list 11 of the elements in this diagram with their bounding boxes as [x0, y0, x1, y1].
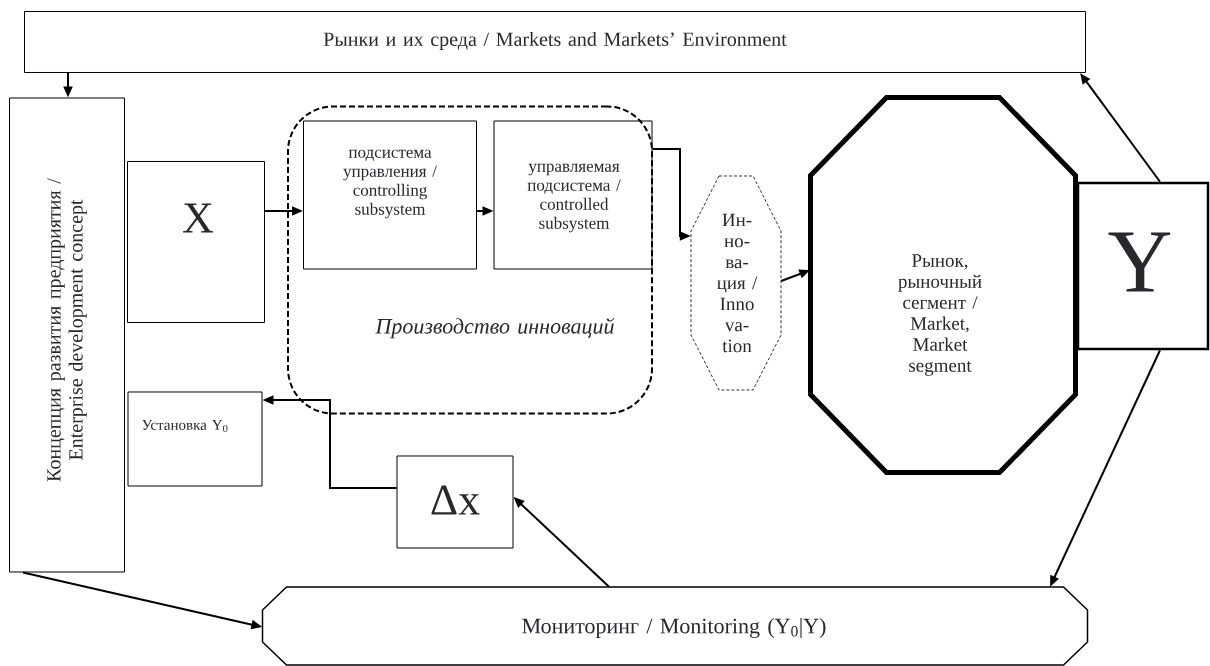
deviation-box: Δx	[396, 455, 514, 549]
innovation-octagon: Ин- но- ва- ция / Inno va- tion	[690, 175, 782, 391]
output-box: Y	[1076, 181, 1210, 351]
market-octagon: Рынок, рыночный сегмент / Market, Market segment	[808, 95, 1078, 475]
concept-box: Концепция развития предприятия / Enterprise development concept	[9, 97, 125, 573]
subsystem-box: подсистема управления / controlling subsystem	[303, 120, 477, 270]
input-box: X	[127, 161, 265, 323]
monitoring-box: Мониторинг / Monitoring (Y$_{0}$|Y)	[261, 586, 1089, 666]
setpoint-box: Установка Y$_{0}$	[127, 391, 263, 487]
environment-box: Рынки и их среда / Markets and Markets’ Environment	[24, 11, 1086, 73]
subsystem-box: управляемая подсистема / controlled subsystem	[493, 120, 653, 270]
